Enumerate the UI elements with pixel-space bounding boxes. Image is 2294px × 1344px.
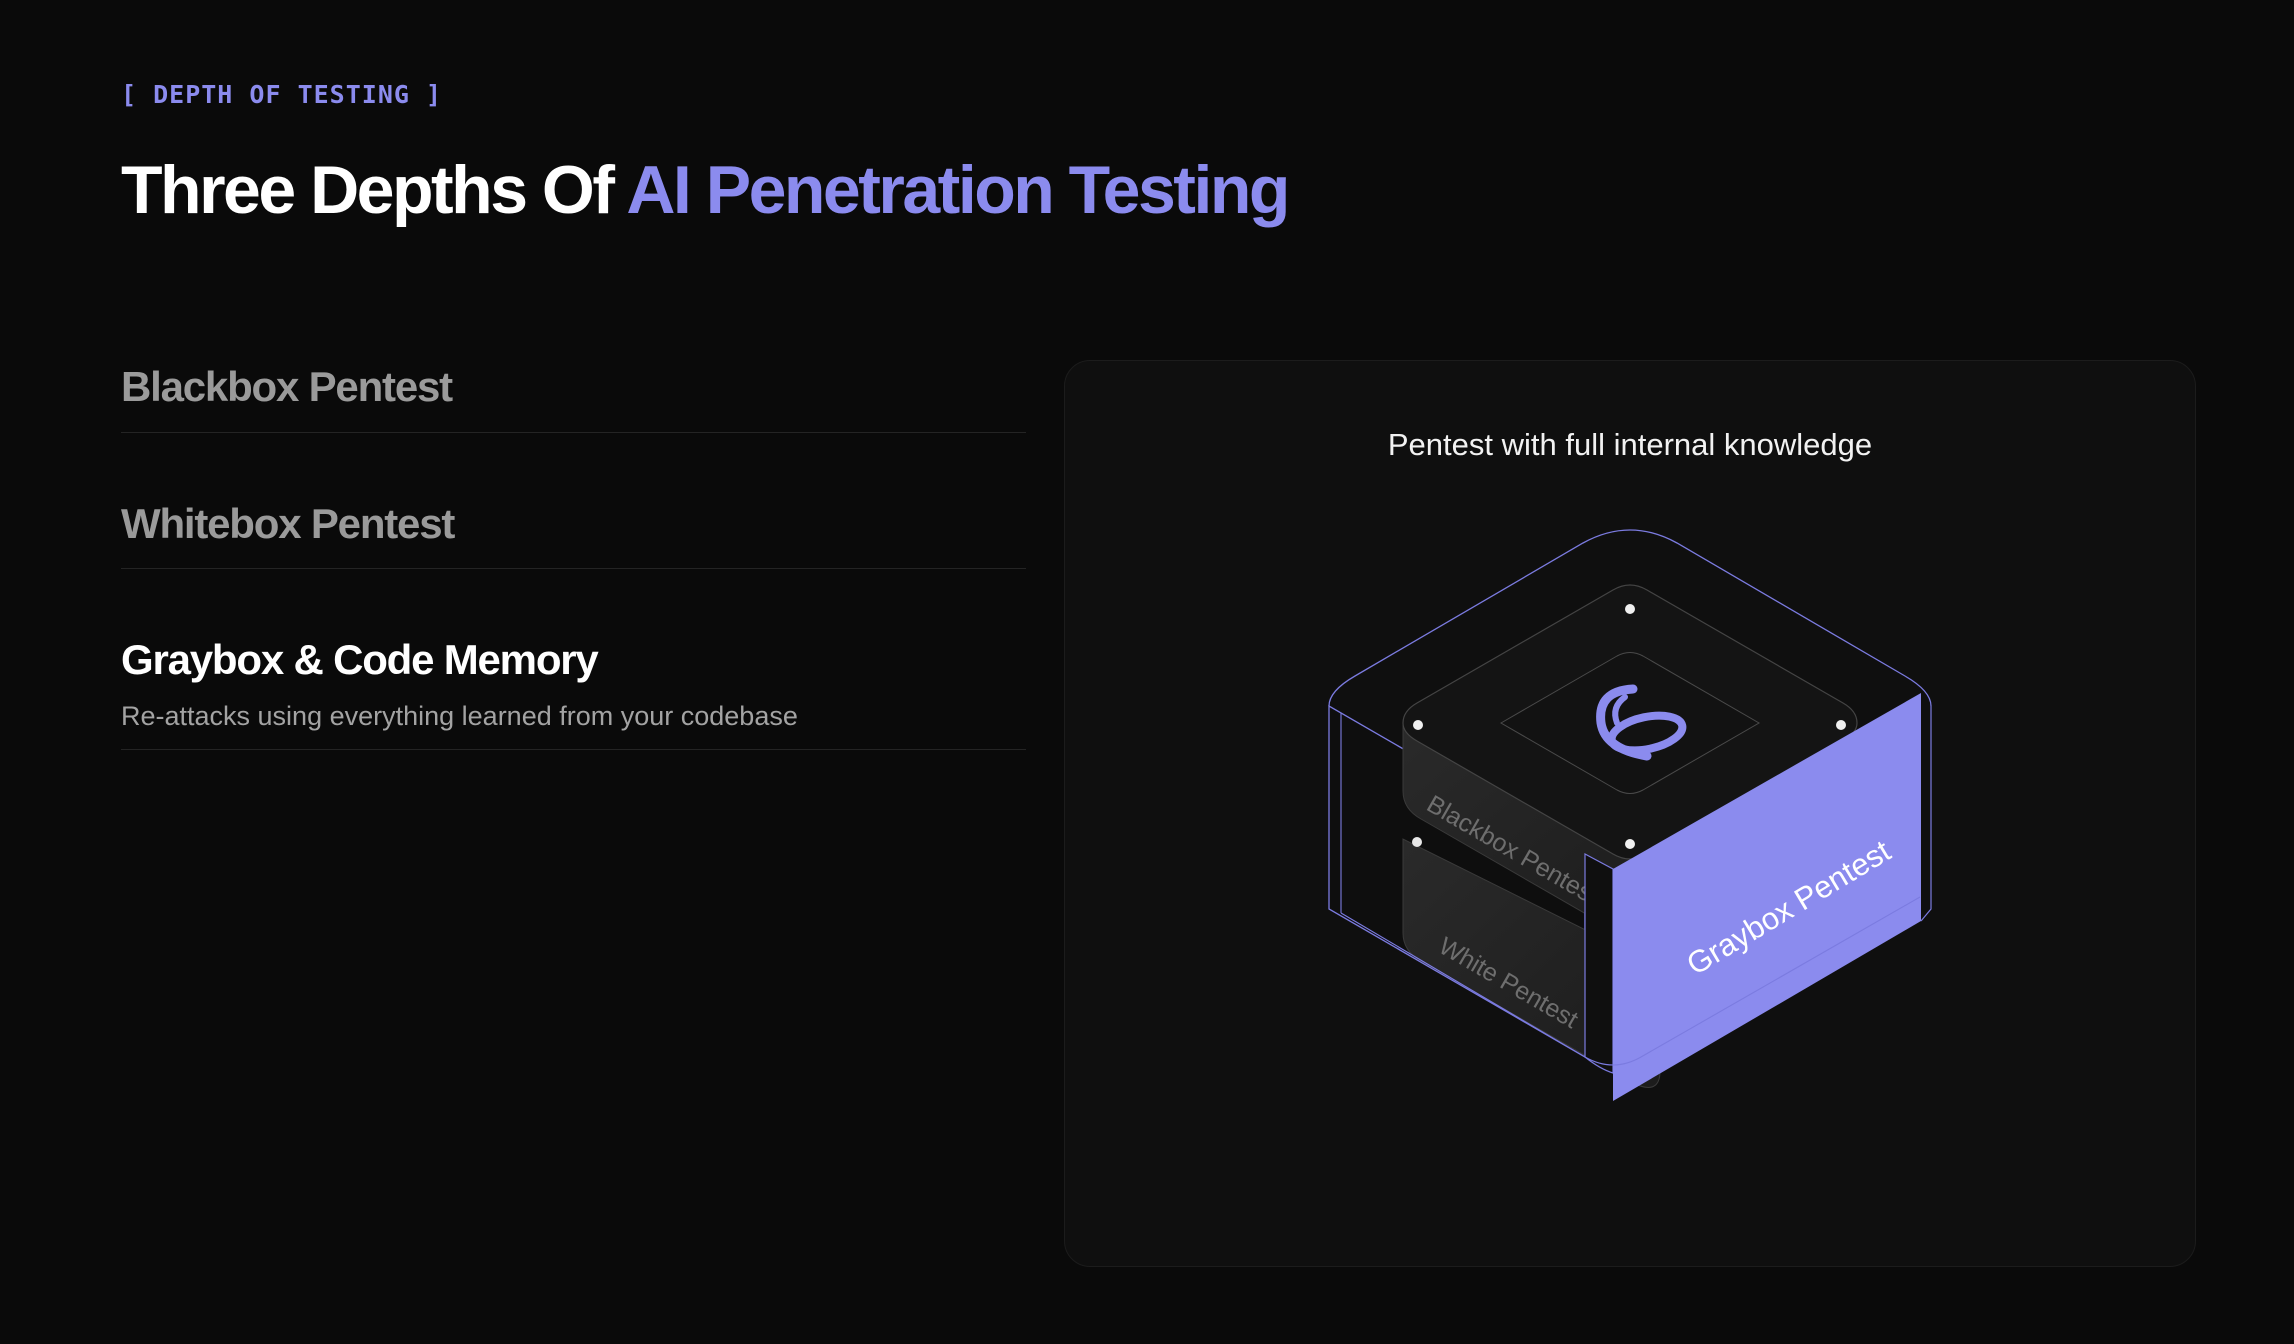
tab-whitebox[interactable]: Whitebox Pentest: [121, 499, 1026, 569]
tab-blackbox[interactable]: Blackbox Pentest: [121, 362, 1026, 433]
top-dot-right: [1836, 720, 1846, 730]
outer-frame-top: [1328, 529, 1932, 707]
outer-frame-right-edge: [1920, 706, 1932, 922]
title-accent: AI Penetration Testing: [626, 152, 1290, 228]
section-title: Three Depths Of AI Penetration Testing: [121, 150, 1290, 230]
graybox-face: [1613, 693, 1921, 1101]
tab-graybox[interactable]: Graybox & Code Memory Re-attacks using e…: [121, 635, 1026, 750]
tab-whitebox-title: Whitebox Pentest: [121, 500, 455, 547]
title-prefix: Three Depths Of: [121, 152, 627, 228]
outer-frame-bottom: [1340, 896, 1921, 1066]
illustration-panel: Pentest with full internal knowledge Whi…: [1064, 360, 2196, 1267]
tab-graybox-title: Graybox & Code Memory: [121, 636, 599, 683]
white-slab-dot-left: [1412, 837, 1422, 847]
layered-cube-illustration: White Pentest Blackbox Pentest Graybox P…: [1328, 529, 1932, 1101]
panel-caption: Pentest with full internal knowledge: [1387, 427, 1873, 462]
top-dot-bottom: [1625, 839, 1635, 849]
top-dot-left: [1413, 720, 1423, 730]
tab-graybox-description: Re-attacks using everything learned from…: [121, 701, 798, 731]
tab-blackbox-title: Blackbox Pentest: [121, 363, 453, 410]
front-left-face: [1584, 852, 1614, 1074]
top-dot-top: [1625, 604, 1635, 614]
section-eyebrow: [ DEPTH OF TESTING ]: [121, 80, 443, 109]
brand-swirl-icon: [1596, 684, 1687, 761]
